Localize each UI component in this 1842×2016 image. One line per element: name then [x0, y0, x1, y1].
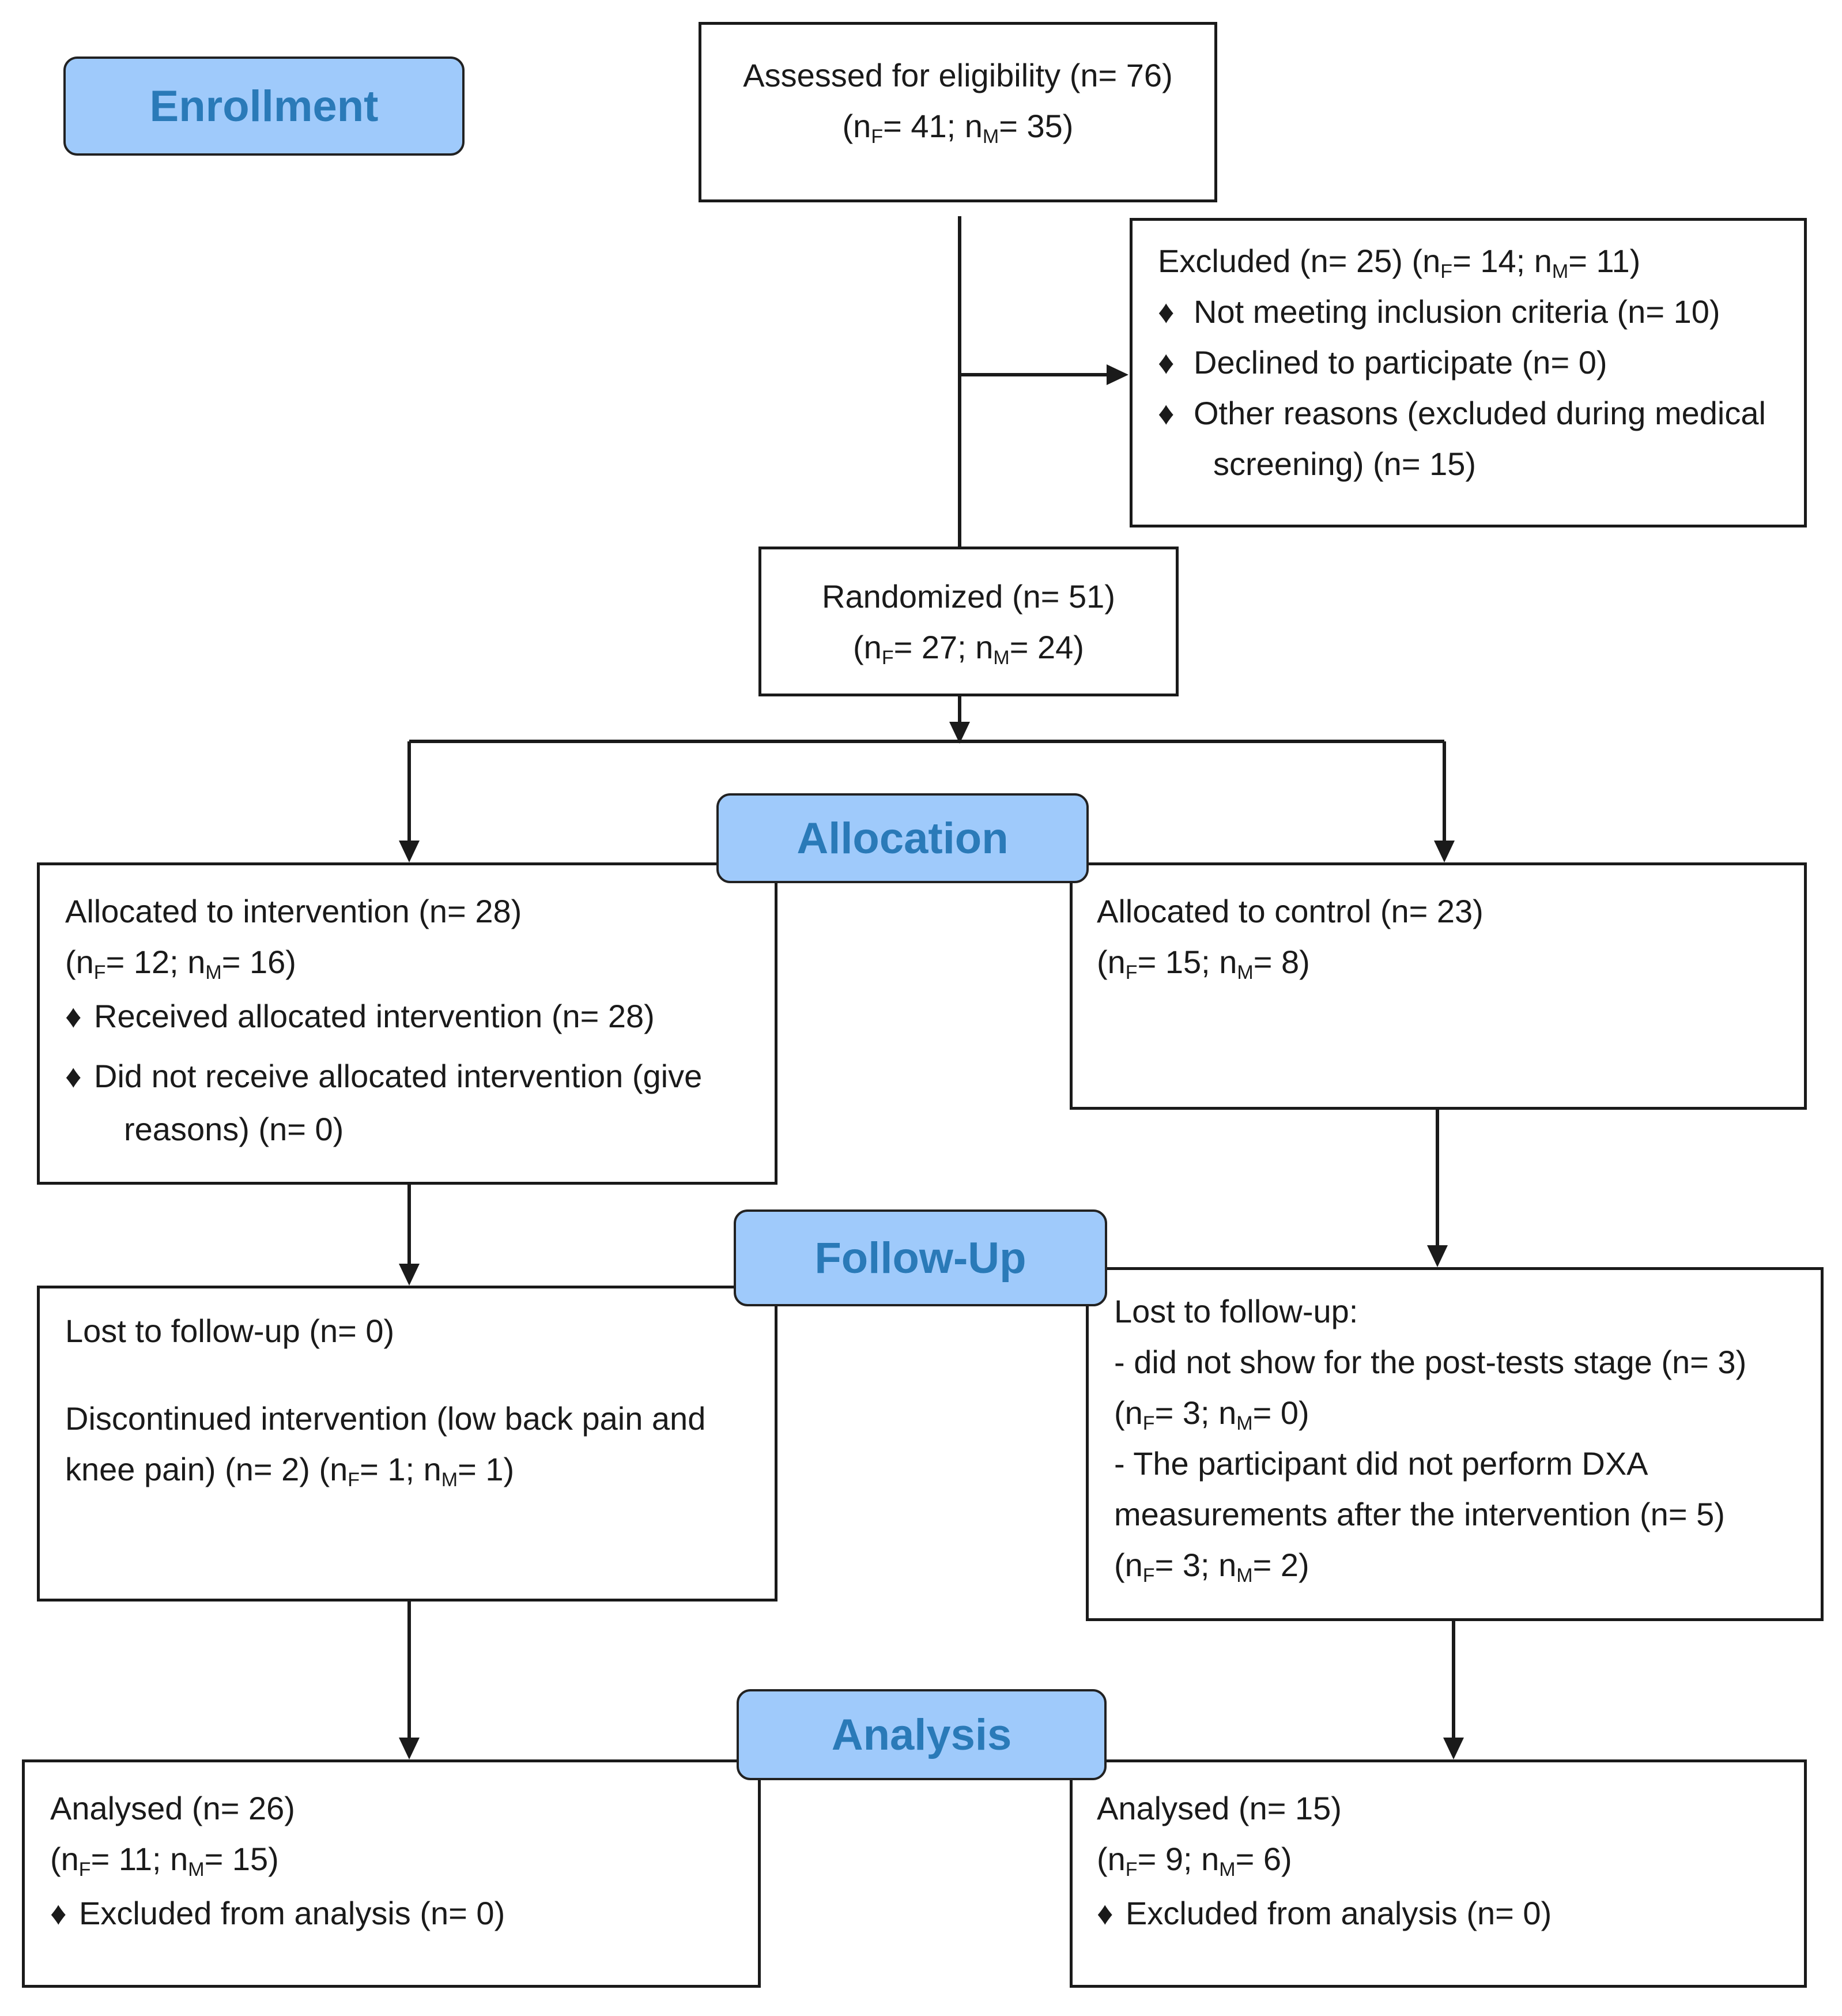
allocated-control-title: Allocated to control (n= 23)	[1097, 893, 1484, 929]
bullet-icon: ♦	[1158, 395, 1175, 431]
excluded-item-continued: screening) (n= 15)	[1213, 446, 1477, 482]
followup-control-reason-continued: measurements after the intervention (n= …	[1114, 1496, 1725, 1532]
analysed-intervention-item: ♦Excluded from analysis (n= 0)	[50, 1888, 758, 1939]
analysed-intervention-title: Analysed (n= 26)	[50, 1790, 295, 1826]
analysed-control-counts: (nF= 9; nM= 6)	[1097, 1841, 1292, 1881]
followup-intervention-box: Lost to follow-up (n= 0) Discontinued in…	[37, 1286, 777, 1602]
excluded-box: Excluded (n= 25) (nF= 14; nM= 11) ♦Not m…	[1130, 218, 1807, 527]
followup-control-counts: (nF= 3; nM= 0)	[1114, 1395, 1309, 1434]
followup-control-counts: (nF= 3; nM= 2)	[1114, 1547, 1309, 1587]
analysed-intervention-box: Analysed (n= 26) (nF= 11; nM= 15) ♦Exclu…	[22, 1759, 761, 1988]
excluded-header: Excluded (n= 25) (nF= 14; nM= 11)	[1158, 243, 1641, 282]
allocated-control-counts: (nF= 15; nM= 8)	[1097, 944, 1310, 983]
stage-label-analysis: Analysis	[737, 1689, 1107, 1780]
stage-label-enrollment-text: Enrollment	[149, 81, 379, 131]
allocated-intervention-box: Allocated to intervention (n= 28) (nF= 1…	[37, 862, 777, 1185]
arrowhead-followup-control	[1427, 1245, 1448, 1267]
analysed-control-title: Analysed (n= 15)	[1097, 1790, 1342, 1826]
analysed-control-item: ♦Excluded from analysis (n= 0)	[1097, 1888, 1804, 1939]
allocated-intervention-item: ♦Received allocated intervention (n= 28)	[65, 991, 775, 1042]
excluded-item: ♦Other reasons (excluded during medical	[1158, 388, 1804, 439]
arrowhead-excluded	[1107, 364, 1128, 385]
allocated-intervention-title: Allocated to intervention (n= 28)	[65, 893, 522, 929]
bullet-icon: ♦	[65, 1058, 82, 1094]
arrowhead-analysis-control	[1443, 1738, 1464, 1759]
allocated-intervention-item: ♦Did not receive allocated intervention …	[65, 1051, 775, 1102]
arrowhead-randomized-split	[949, 722, 970, 744]
assessed-title: Assessed for eligibility (n= 76)	[743, 57, 1173, 93]
stage-label-allocation-text: Allocation	[797, 813, 1009, 863]
followup-control-reason: - did not show for the post-tests stage …	[1114, 1344, 1747, 1380]
stage-label-analysis-text: Analysis	[831, 1710, 1012, 1759]
assessed-box: Assessed for eligibility (n= 76) (nF= 41…	[699, 22, 1217, 202]
arrowhead-followup-intervention	[399, 1264, 420, 1286]
excluded-item: ♦Not meeting inclusion criteria (n= 10)	[1158, 287, 1804, 337]
followup-intervention-discontinued-counts: knee pain) (n= 2) (nF= 1; nM= 1)	[65, 1451, 515, 1491]
followup-intervention-discontinued: Discontinued intervention (low back pain…	[65, 1400, 706, 1437]
bullet-icon: ♦	[1097, 1895, 1113, 1931]
assessed-counts: (nF= 41; nM= 35)	[842, 108, 1074, 148]
bullet-icon: ♦	[1158, 293, 1175, 330]
bullet-icon: ♦	[1158, 344, 1175, 380]
stage-label-enrollment: Enrollment	[63, 56, 465, 156]
arrowhead-alloc-control	[1434, 841, 1455, 862]
allocated-intervention-item-continued: reasons) (n= 0)	[124, 1111, 344, 1147]
allocated-intervention-counts: (nF= 12; nM= 16)	[65, 944, 296, 983]
stage-label-followup-text: Follow-Up	[814, 1233, 1026, 1283]
excluded-item: ♦Declined to participate (n= 0)	[1158, 337, 1804, 388]
stage-label-allocation: Allocation	[716, 793, 1089, 883]
bullet-icon: ♦	[50, 1895, 67, 1931]
stage-label-followup: Follow-Up	[734, 1209, 1107, 1306]
followup-control-title: Lost to follow-up:	[1114, 1293, 1358, 1329]
analysed-intervention-counts: (nF= 11; nM= 15)	[50, 1841, 279, 1881]
randomized-title: Randomized (n= 51)	[822, 578, 1115, 615]
allocated-control-box: Allocated to control (n= 23) (nF= 15; nM…	[1070, 862, 1807, 1110]
bullet-icon: ♦	[65, 998, 82, 1034]
analysed-control-box: Analysed (n= 15) (nF= 9; nM= 6) ♦Exclude…	[1070, 1759, 1807, 1988]
followup-control-box: Lost to follow-up: - did not show for th…	[1086, 1267, 1824, 1621]
randomized-box: Randomized (n= 51) (nF= 27; nM= 24)	[758, 547, 1179, 696]
arrowhead-analysis-intervention	[399, 1738, 420, 1759]
arrowhead-alloc-intervention	[399, 841, 420, 862]
randomized-counts: (nF= 27; nM= 24)	[853, 629, 1084, 669]
followup-intervention-lost: Lost to follow-up (n= 0)	[65, 1313, 395, 1349]
followup-control-reason: - The participant did not perform DXA	[1114, 1445, 1648, 1482]
